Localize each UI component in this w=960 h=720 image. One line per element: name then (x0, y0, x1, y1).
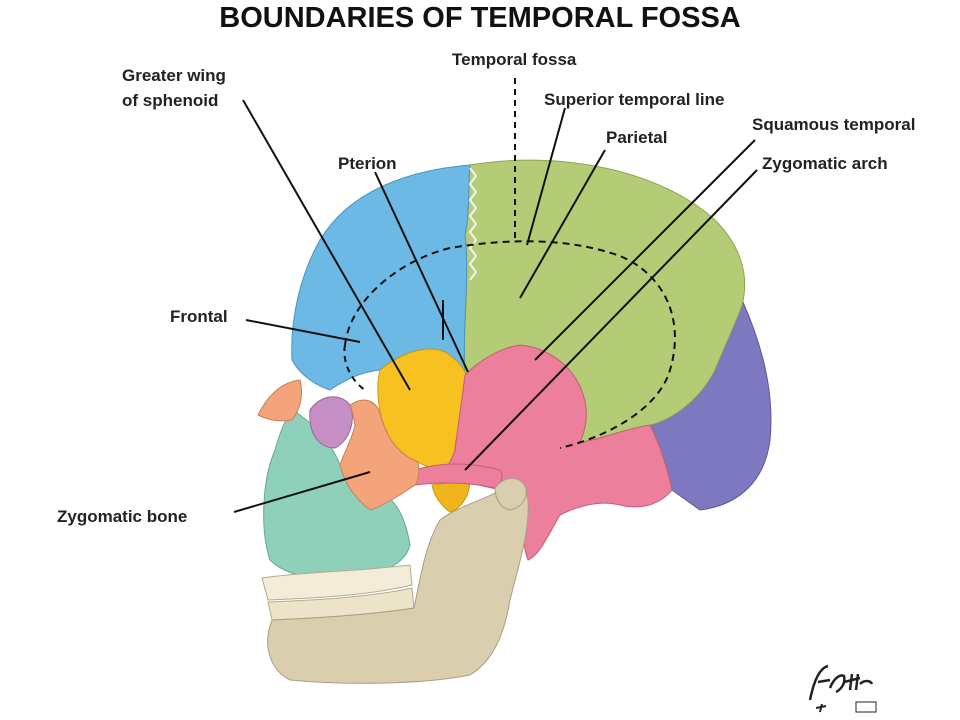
leader-superior-temporal-line (526, 107, 566, 246)
mandible-condyle (494, 477, 527, 511)
label-greater-wing-line1: Greater wing (122, 66, 226, 85)
label-pterion: Pterion (338, 154, 397, 173)
zygomatic-bone-shape (339, 399, 420, 511)
sphenoid-lower (431, 479, 471, 513)
leader-squamous-temporal (534, 139, 756, 361)
mandible-bone (267, 483, 529, 684)
label-squamous-temporal: Squamous temporal (752, 115, 916, 134)
label-greater-wing-line2: of sphenoid (122, 91, 219, 110)
label-zygomatic-arch: Zygomatic arch (762, 154, 888, 173)
zygomatic-arch-shape (414, 463, 503, 489)
nasal-bone (257, 379, 303, 422)
label-zygomatic-bone: Zygomatic bone (57, 507, 188, 526)
label-superior-temporal-line: Superior temporal line (544, 90, 725, 109)
leader-pterion (374, 171, 469, 373)
leader-frontal (245, 319, 361, 343)
leader-greater-wing (242, 99, 411, 391)
coronal-suture (468, 167, 478, 281)
netter-signature (808, 664, 877, 713)
temporal-fossa-boundary (344, 240, 676, 449)
frontal-bone (291, 164, 471, 391)
label-temporal-fossa: Temporal fossa (452, 50, 577, 69)
leader-parietal (519, 149, 606, 299)
page-title: BOUNDARIES OF TEMPORAL FOSSA (219, 2, 741, 34)
label-parietal: Parietal (606, 128, 668, 147)
label-frontal: Frontal (170, 307, 228, 326)
leader-zygomatic-bone (233, 471, 371, 513)
orbit-shape (309, 396, 353, 449)
leader-zygomatic-arch (464, 169, 758, 471)
upper-teeth (261, 564, 413, 601)
temporal-fossa-front-edge (343, 344, 366, 391)
